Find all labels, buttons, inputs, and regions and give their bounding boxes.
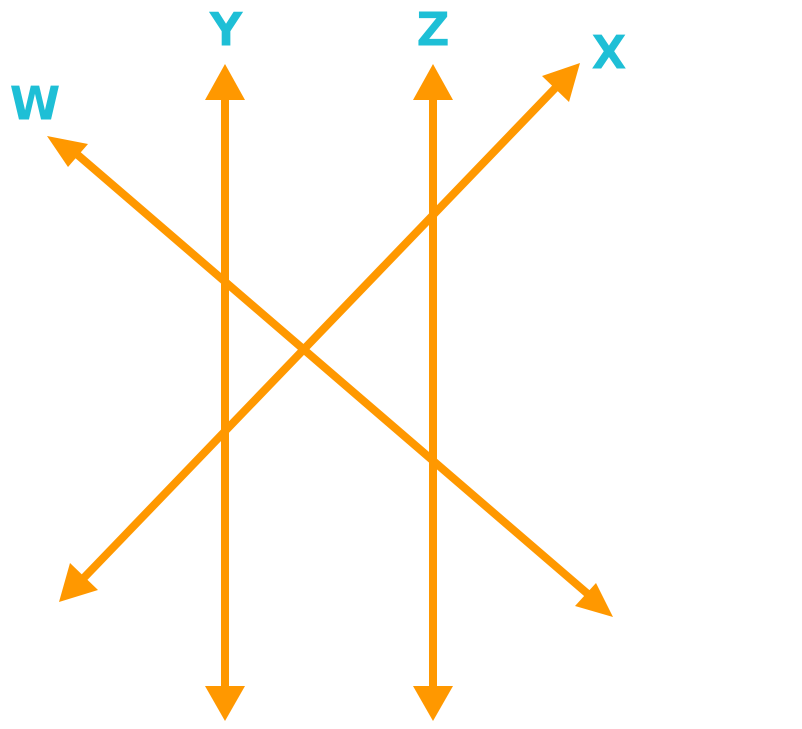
line-w-segment [69, 146, 599, 605]
line-x [59, 63, 580, 602]
line-w-arrowhead-end [575, 583, 613, 617]
label-x: X [591, 26, 626, 80]
line-w-arrowhead-start [47, 136, 88, 167]
line-w [47, 136, 613, 617]
line-x-arrowhead-end [542, 63, 580, 102]
label-z: Z [416, 3, 449, 57]
line-x-arrowhead-start [59, 563, 98, 602]
line-y-arrowhead-start [205, 64, 245, 100]
line-z-arrowhead-end [413, 686, 453, 721]
line-y [205, 64, 245, 721]
line-z [413, 64, 453, 721]
line-y-arrowhead-end [205, 686, 245, 721]
line-x-segment [73, 77, 566, 589]
line-z-arrowhead-start [413, 64, 453, 100]
label-w: W [10, 77, 61, 131]
label-y: Y [208, 3, 243, 57]
